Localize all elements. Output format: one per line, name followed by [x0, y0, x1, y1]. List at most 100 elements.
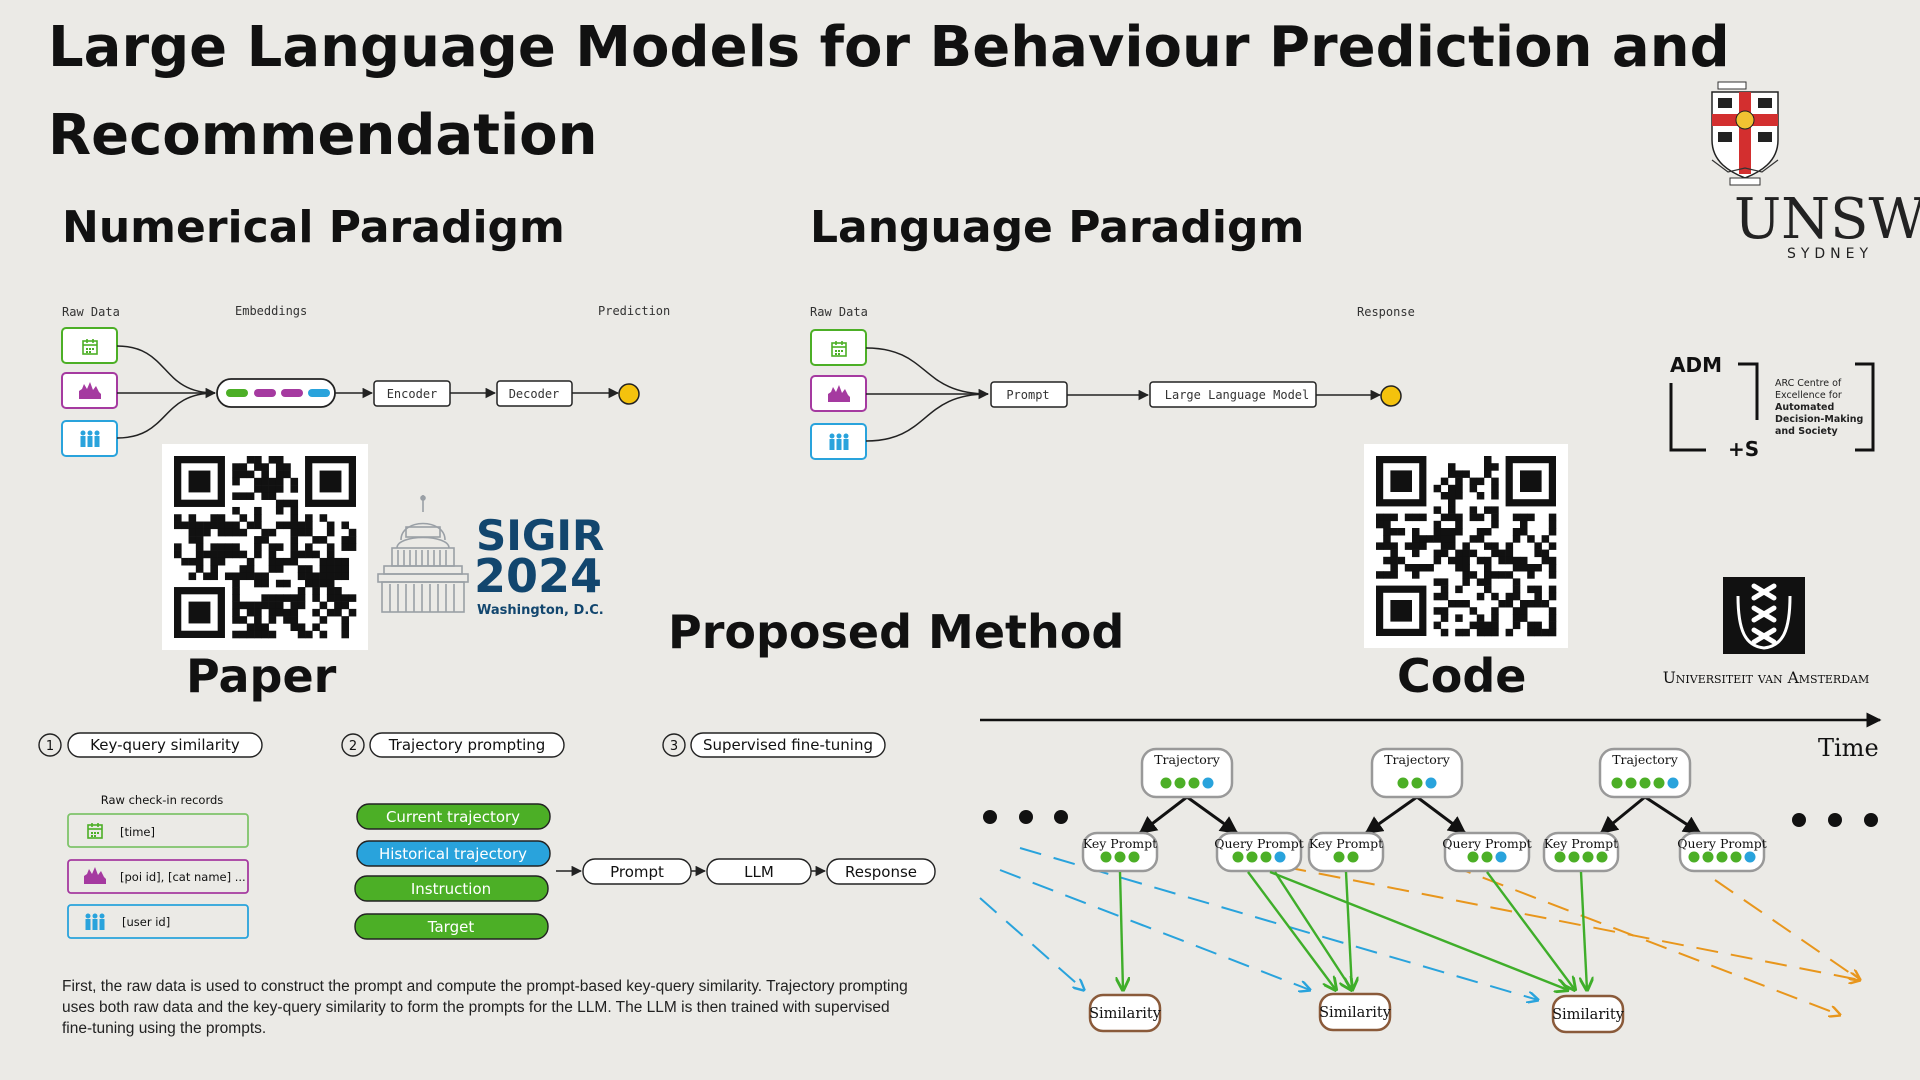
query-prompt-node-1: Query Prompt — [1214, 831, 1304, 873]
similarity-label: Similarity — [1319, 1005, 1392, 1021]
tree-edges — [1364, 795, 1467, 835]
query-prompt-node-1-label: Query Prompt — [1214, 836, 1304, 851]
adm-desc-5: and Society — [1775, 426, 1839, 437]
step-1: 1 Key-query similarity — [38, 732, 263, 758]
checkin-user-box — [67, 904, 249, 939]
method-description: First, the raw data is used to construct… — [62, 978, 908, 1037]
similarity-node: Similarity — [1088, 993, 1162, 1033]
proposed-method-heading: Proposed Method — [668, 605, 1124, 659]
uva-name: Universiteit van Amsterdam — [1663, 669, 1870, 687]
adm-s-logo: ADM +S ARC Centre of Excellence for Auto… — [1669, 353, 1875, 461]
ellipsis-left — [983, 810, 1068, 824]
target-label: Target — [427, 918, 475, 936]
adm-text: ADM — [1670, 353, 1722, 377]
prompt-label: Prompt — [1006, 388, 1049, 402]
query-prompt-node-3-label: Query Prompt — [1677, 836, 1767, 851]
people-icon — [80, 430, 100, 447]
pipeline-llm-label: LLM — [744, 863, 774, 881]
key-prompt-node-1: Key Prompt — [1081, 831, 1159, 873]
embedding-blue — [308, 389, 330, 397]
trajectory-node-3: Trajectory — [1598, 747, 1692, 799]
key-prompt-node-3-label: Key Prompt — [1544, 836, 1618, 851]
large-language-model-label: Large Language Model — [1165, 388, 1310, 402]
language-raw-data-label: Raw Data — [810, 305, 868, 319]
checkin-time: [time] — [120, 825, 155, 839]
pipeline-response-box — [826, 858, 936, 885]
step-2: 2 Trajectory prompting — [341, 732, 565, 758]
trajectory-node-3-label: Trajectory — [1612, 752, 1679, 767]
query-prompt-node-2-label: Query Prompt — [1442, 836, 1532, 851]
ellipsis-right — [1792, 813, 1878, 827]
adm-desc-2: Excellence for — [1775, 390, 1842, 401]
numerical-paradigm-heading: Numerical Paradigm — [62, 202, 565, 253]
step-1-label: Key-query similarity — [90, 736, 240, 754]
similarity-label: Similarity — [1089, 1006, 1162, 1022]
language-raw-inputs — [810, 329, 867, 460]
prediction-label: Prediction — [598, 304, 670, 318]
current-trajectory-pill — [356, 803, 551, 830]
key-prompt-node-2: Key Prompt — [1307, 831, 1385, 873]
dashed-blue-flows — [979, 847, 1538, 1000]
unsw-logo: UNSW SYDNEY — [1711, 81, 1920, 262]
adm-plus-s: +S — [1728, 437, 1759, 461]
step-2-label: Trajectory prompting — [388, 736, 546, 754]
sigir-place: Washington, D.C. — [477, 603, 604, 618]
step-3-number: 3 — [670, 739, 678, 754]
adm-desc-4: Decision-Making — [1775, 414, 1863, 425]
step-3-label: Supervised fine-tuning — [703, 736, 873, 754]
people-icon — [829, 433, 849, 450]
similarity-node: Similarity — [1318, 992, 1392, 1032]
response-output-dot — [1380, 385, 1402, 407]
encoder-label: Encoder — [387, 387, 438, 401]
trajectory-node-1-label: Trajectory — [1154, 752, 1221, 767]
time-label: Time — [1818, 734, 1879, 762]
query-prompt-node-2: Query Prompt — [1442, 831, 1532, 873]
language-paradigm-heading: Language Paradigm — [810, 202, 1304, 253]
title-line-1: Large Language Models for Behaviour Pred… — [48, 15, 1730, 80]
sigir-year: 2024 — [474, 549, 602, 603]
embedding-purple-2 — [281, 389, 303, 397]
response-label: Response — [1357, 305, 1415, 319]
pipeline-response-label: Response — [845, 863, 917, 881]
key-prompt-node-1-label: Key Prompt — [1083, 836, 1157, 851]
title-line-2: Recommendation — [48, 103, 598, 168]
checkin-title: Raw check-in records — [101, 793, 224, 807]
step-1-number: 1 — [46, 739, 54, 754]
current-trajectory-label: Current trajectory — [386, 808, 520, 826]
paper-qr-code[interactable] — [162, 444, 368, 650]
key-prompt-node-3: Key Prompt — [1542, 831, 1620, 873]
step-3: 3 Supervised fine-tuning — [662, 732, 886, 758]
instruction-pill — [354, 875, 549, 902]
unsw-sub: SYDNEY — [1787, 246, 1873, 262]
similarity-label: Similarity — [1552, 1007, 1625, 1023]
uva-logo: Universiteit van Amsterdam — [1663, 577, 1870, 687]
checkin-poi-box — [67, 859, 249, 894]
key-prompt-node-2-label: Key Prompt — [1309, 836, 1383, 851]
tree-edges — [1138, 795, 1239, 835]
unsw-crest-icon — [1711, 81, 1779, 186]
unsw-name: UNSW — [1734, 187, 1920, 252]
similarity-arrows — [1120, 870, 1587, 990]
trajectory-node-2: Trajectory — [1370, 747, 1464, 799]
embedding-purple-1 — [254, 389, 276, 397]
capitol-icon — [377, 495, 469, 613]
checkin-user: [user id] — [122, 915, 170, 929]
trajectory-node-2-label: Trajectory — [1384, 752, 1451, 767]
numerical-raw-inputs — [61, 327, 118, 457]
code-qr-code[interactable] — [1364, 444, 1568, 648]
adm-desc-1: ARC Centre of — [1775, 378, 1842, 389]
numerical-connectors — [116, 345, 217, 439]
trajectory-node-1: Trajectory — [1140, 747, 1234, 799]
sigir-name: SIGIR — [476, 511, 604, 560]
adm-desc-3: Automated — [1775, 402, 1834, 413]
target-pill — [354, 913, 549, 940]
code-label: Code — [1397, 649, 1527, 703]
numerical-raw-data-label: Raw Data — [62, 305, 120, 319]
embeddings-label: Embeddings — [235, 304, 307, 318]
prediction-output-dot — [618, 383, 640, 405]
tree-edges — [1599, 795, 1702, 835]
checkin-poi: [poi id], [cat name] ... — [120, 870, 246, 884]
checkin-time-box — [67, 813, 249, 848]
